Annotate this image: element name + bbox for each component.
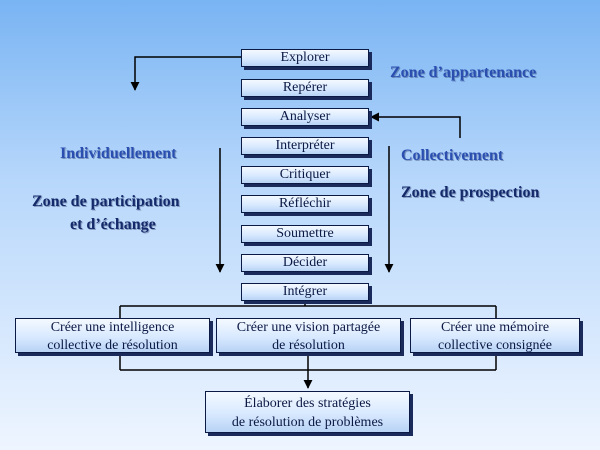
label-collectivement: Collectivement	[401, 147, 504, 164]
outcome-memoire-line2: collective consignée	[438, 338, 552, 353]
step-analyser: Analyser	[241, 108, 369, 126]
step-critiquer: Critiquer	[241, 166, 369, 184]
label-zone-participation-2: et d’échange	[70, 216, 156, 233]
outcome-vision-line2: de résolution	[272, 338, 345, 353]
outcome-memoire: Créer une mémoire collective consignée	[410, 318, 580, 353]
step-reflechir: Réfléchir	[241, 195, 369, 213]
outcome-vision-line1: Créer une vision partagée	[236, 320, 381, 335]
outcome-intelligence-line1: Créer une intelligence	[50, 320, 175, 335]
step-integrer: Intégrer	[241, 283, 369, 301]
step-soumettre: Soumettre	[241, 225, 369, 243]
label-individuellement: Individuellement	[60, 145, 177, 162]
label-zone-participation-1: Zone de participation	[32, 193, 180, 210]
final-line2: de résolution de problèmes	[231, 415, 384, 430]
label-zone-appartenance: Zone d’appartenance	[390, 64, 537, 81]
final-strategies-box: Élaborer des stratégies de résolution de…	[205, 391, 410, 433]
label-zone-prospection: Zone de prospection	[401, 184, 540, 201]
outcome-intelligence-line2: collective de résolution	[47, 338, 178, 353]
final-line1: Élaborer des stratégies	[244, 396, 371, 411]
step-explorer: Explorer	[241, 49, 369, 67]
outcome-memoire-line1: Créer une mémoire	[440, 320, 550, 335]
outcome-vision: Créer une vision partagée de résolution	[216, 318, 401, 353]
step-decider: Décider	[241, 254, 369, 272]
step-interpreter: Interpréter	[241, 137, 369, 155]
step-reperer: Repérer	[241, 79, 369, 97]
left-loop-arrow	[130, 56, 241, 91]
outcome-intelligence: Créer une intelligence collective de rés…	[15, 318, 210, 353]
right-return-arrow	[370, 112, 461, 138]
